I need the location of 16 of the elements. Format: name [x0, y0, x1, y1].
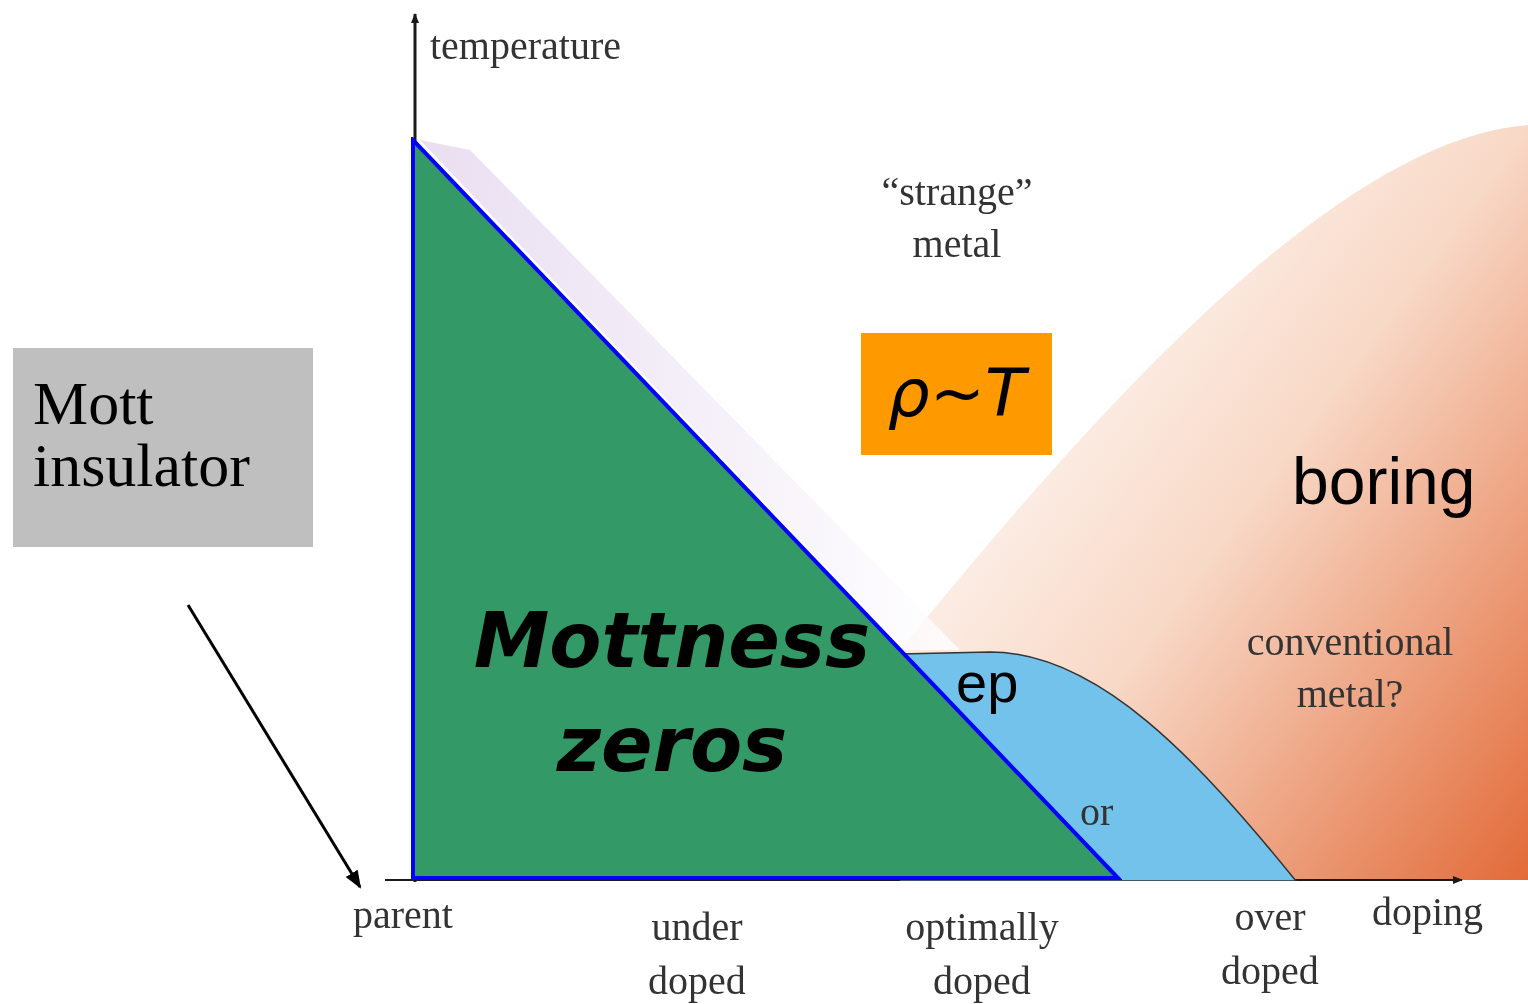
axis-label: optimally doped: [904, 903, 1060, 1004]
axis-label: parent: [353, 891, 454, 939]
axis-label: conventional metal?: [1245, 618, 1455, 718]
axis-label: doping: [1372, 888, 1485, 936]
axis-label: “strange” metal: [880, 168, 1034, 268]
region-text: ep: [956, 650, 1019, 716]
region-text: or: [1080, 788, 1114, 836]
axis-label: over doped: [1220, 893, 1320, 995]
axis-label: boring: [1292, 443, 1477, 520]
label-box: [861, 333, 1052, 455]
box-text: Mott insulator: [33, 372, 251, 496]
region-text: Mottness zeros: [472, 595, 872, 791]
arrow: [186, 604, 362, 889]
label-box: [13, 348, 313, 547]
axis-label: under doped: [647, 903, 747, 1004]
axis-label: temperature: [430, 22, 622, 70]
